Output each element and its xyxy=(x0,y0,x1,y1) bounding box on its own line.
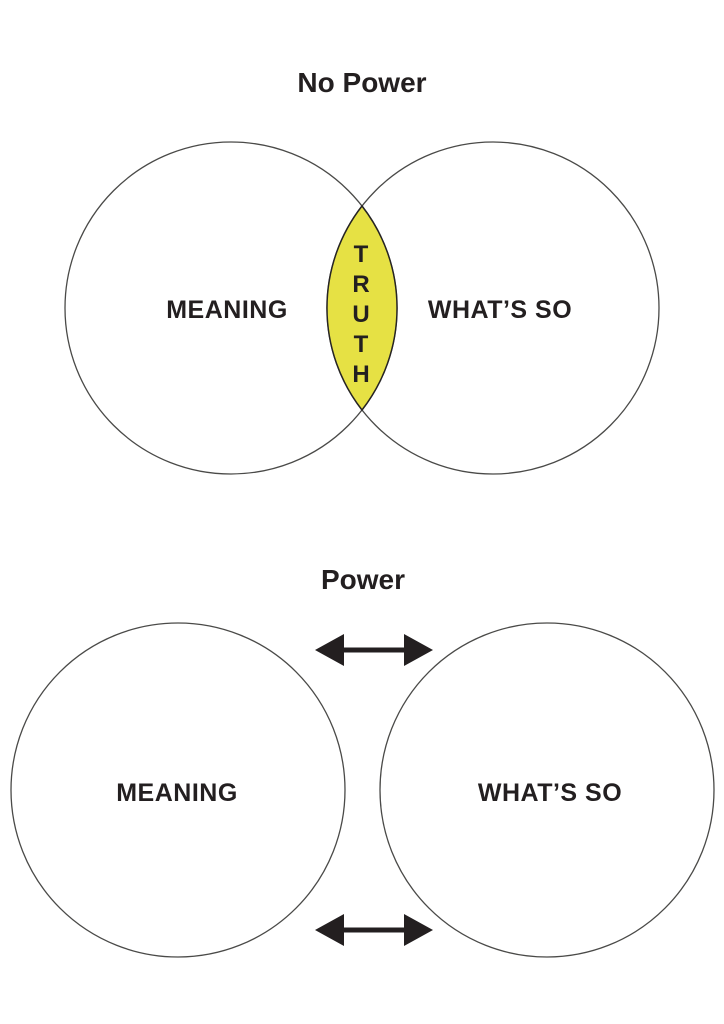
truth-letter-1: T xyxy=(354,241,369,268)
meaning-label-bottom: MEANING xyxy=(116,779,238,807)
truth-letter-3: U xyxy=(352,301,369,328)
truth-letter-2: R xyxy=(352,271,369,298)
double-headed-arrow-icon-top xyxy=(315,634,433,666)
whats-so-label-top: WHAT’S SO xyxy=(428,296,572,324)
truth-label: T R U T H xyxy=(352,241,369,388)
power-diagram: Power MEANING WHAT’S SO xyxy=(10,564,715,958)
no-power-title: No Power xyxy=(297,67,426,98)
double-headed-arrow-icon-bottom xyxy=(315,914,433,946)
meaning-label-top: MEANING xyxy=(166,296,288,324)
meaning-circle-bottom xyxy=(10,622,346,958)
truth-letter-5: H xyxy=(352,361,369,388)
power-title: Power xyxy=(321,564,405,595)
no-power-diagram: No Power MEANING WHAT’S SO T R U T H xyxy=(64,67,660,475)
whats-so-label-bottom: WHAT’S SO xyxy=(478,779,622,807)
truth-overlap-lens xyxy=(326,204,398,412)
truth-letter-4: T xyxy=(354,331,369,358)
whats-so-circle-bottom xyxy=(379,622,715,958)
